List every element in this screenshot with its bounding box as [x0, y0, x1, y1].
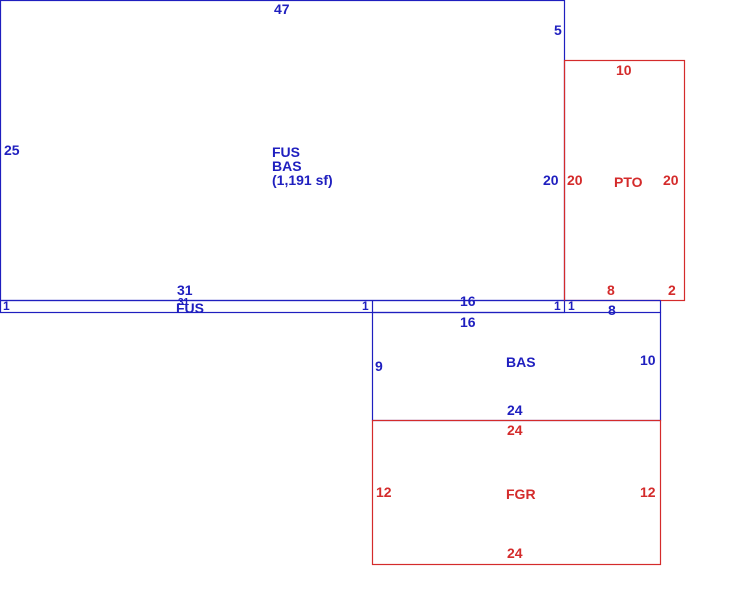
- bas-lower-dim-bottom: 24: [507, 402, 523, 418]
- main-dim-top: 47: [274, 1, 290, 17]
- bas-lower-dim-right: 10: [640, 352, 656, 368]
- fus-strip-label: FUS: [176, 300, 204, 316]
- bas-lower-dim-top-right: 8: [608, 302, 616, 318]
- fus-strip-dim-far-end: 1: [568, 299, 575, 313]
- pto-dim-right: 20: [663, 172, 679, 188]
- fus-strip-dim-top-small: 31: [178, 297, 190, 308]
- fus-strip-dim-right-end: 1: [554, 299, 561, 313]
- bas-lower-label: BAS: [506, 354, 536, 370]
- fus-strip-dim-mid-end: 1: [362, 299, 369, 313]
- pto-dim-bottom-right: 2: [668, 282, 676, 298]
- fgr-outline: [371, 419, 662, 566]
- main-dim-right-upper: 5: [554, 22, 562, 38]
- pto-dim-bottom: 8: [607, 282, 615, 298]
- fgr-dim-top: 24: [507, 422, 523, 438]
- pto-label: PTO: [614, 174, 643, 190]
- fgr-dim-left: 12: [376, 484, 392, 500]
- fgr-label: FGR: [506, 486, 536, 502]
- main-area-label-fus: FUS: [272, 144, 300, 160]
- main-dim-left: 25: [4, 142, 20, 158]
- main-dim-right: 20: [543, 172, 559, 188]
- fus-strip-dim-left-end: 1: [3, 299, 10, 313]
- fus-strip-outline: [0, 299, 566, 314]
- main-area-size: (1,191 sf): [272, 172, 333, 188]
- fgr-dim-right: 12: [640, 484, 656, 500]
- pto-dim-top: 10: [616, 62, 632, 78]
- main-area-label-bas: BAS: [272, 158, 302, 174]
- bas-lower-dim-left: 9: [375, 358, 383, 374]
- fgr-dim-bottom: 24: [507, 545, 523, 561]
- fus-strip-dim-top: 31: [177, 282, 193, 298]
- main-dim-bottom-inner: 16: [460, 293, 476, 309]
- bas-lower-dim-top: 16: [460, 314, 476, 330]
- pto-dim-left: 20: [567, 172, 583, 188]
